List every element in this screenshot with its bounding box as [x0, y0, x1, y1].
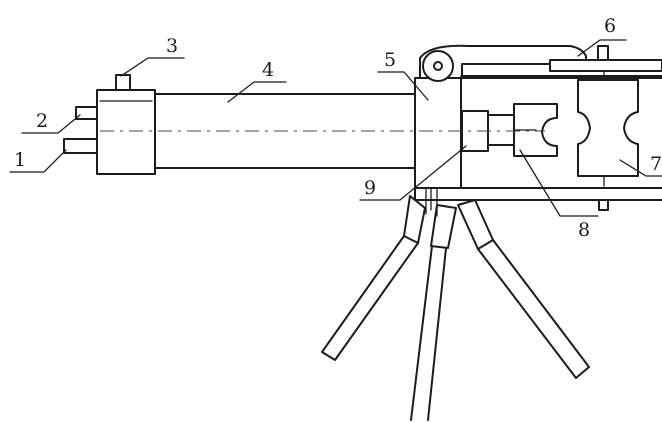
leader-1 — [9, 149, 67, 173]
tripod-leg-right — [477, 239, 590, 379]
end-cap — [96, 89, 156, 175]
callout-4: 4 — [262, 59, 274, 81]
frame-lower-rail — [414, 187, 662, 201]
tripod-sleeve-right — [457, 199, 494, 250]
leader-2 — [21, 114, 81, 134]
tripod-sleeve-center — [430, 204, 457, 249]
clamp-screw-top — [597, 45, 609, 61]
leader-3 — [120, 57, 185, 77]
callout-6: 6 — [604, 15, 616, 37]
callout-7: 7 — [650, 153, 662, 175]
callout-8: 8 — [578, 219, 590, 241]
leader-9 — [359, 145, 467, 201]
callout-5: 5 — [384, 49, 396, 71]
tripod-sleeve-left — [403, 195, 426, 244]
fitting-part-1 — [63, 138, 99, 154]
leader-lines — [9, 39, 662, 217]
callout-3: 3 — [166, 35, 178, 57]
callout-1: 1 — [14, 149, 26, 171]
clamp-screw-bottom — [598, 199, 609, 211]
fitting-part-2 — [75, 106, 99, 120]
hinge-pin — [422, 50, 454, 82]
tripod — [321, 179, 590, 421]
hinge-pin-center — [433, 61, 443, 71]
frame-upper-rail — [460, 75, 662, 79]
leader-7 — [619, 159, 662, 177]
leader-5 — [377, 71, 429, 101]
callout-2: 2 — [36, 110, 48, 132]
frame-assembly — [414, 44, 662, 211]
rod-head — [487, 114, 515, 146]
tripod-leg-left — [321, 235, 419, 361]
jaw-block-part-7 — [577, 79, 639, 177]
tripod-leg-center — [410, 245, 447, 421]
leader-4 — [227, 81, 287, 103]
callouts: 1 2 3 4 5 6 7 8 9 — [14, 15, 662, 241]
leader-6 — [577, 39, 627, 57]
clamp-bar-part-6 — [549, 59, 662, 72]
block-part-5 — [414, 77, 462, 189]
leader-8 — [519, 149, 599, 217]
callout-9: 9 — [364, 177, 376, 199]
pusher-assembly — [461, 103, 558, 157]
fitting-part-3 — [115, 74, 131, 92]
